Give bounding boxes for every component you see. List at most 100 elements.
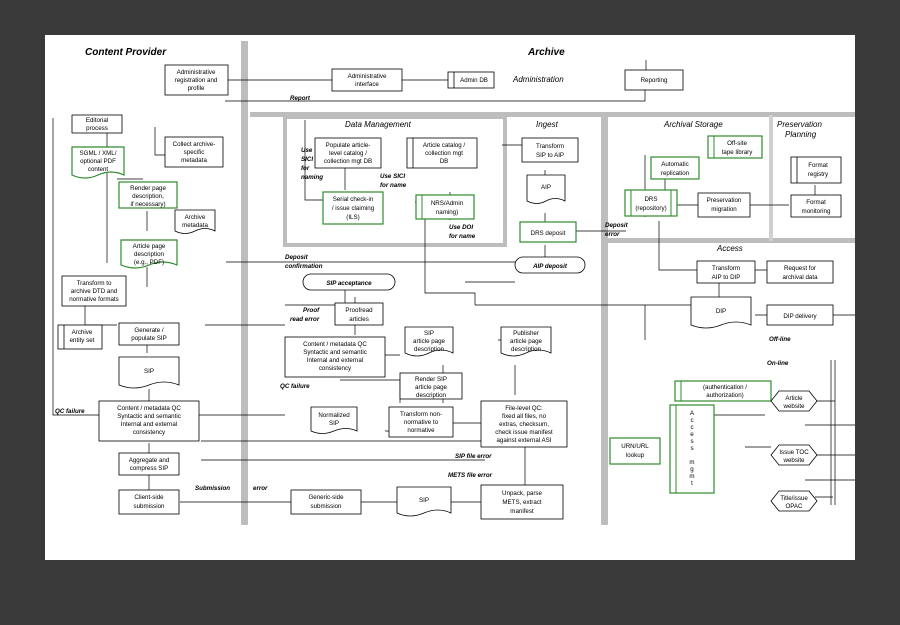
svg-text:level catalog /: level catalog / [329,150,367,157]
svg-text:Reporting: Reporting [641,77,668,84]
svg-text:Transform to: Transform to [77,280,112,287]
svg-text:(authentication /: (authentication / [703,384,747,391]
issue-toc-hex: Issue TOC website [770,444,818,466]
svg-text:Generic-side: Generic-side [308,494,344,501]
svg-text:SGML / XML/: SGML / XML/ [80,150,117,157]
svg-text:process: process [86,125,108,132]
svg-text:DIP delivery: DIP delivery [783,313,817,320]
publisher-article-page-doc: Publisher article page description [500,326,552,357]
svg-text:for name: for name [380,182,407,189]
svg-text:consistency: consistency [133,429,166,436]
svg-text:Request for: Request for [784,265,816,272]
svg-text:t: t [691,480,693,487]
svg-text:Transform non-: Transform non- [400,411,442,418]
svg-text:for name: for name [449,233,476,240]
qc-archive-box: Content / metadata QC Syntactic and sema… [284,336,386,378]
svg-text:Admin DB: Admin DB [460,77,488,84]
svg-text:for: for [301,165,310,172]
svg-text:collection mgt DB: collection mgt DB [324,158,372,165]
svg-text:content: content [88,166,109,173]
svg-text:interface: interface [355,81,379,88]
svg-text:c: c [690,417,693,424]
svg-text:s: s [690,438,693,445]
svg-text:QC failure: QC failure [280,383,310,390]
svg-text:Use DOI: Use DOI [449,224,473,231]
svg-text:e: e [690,431,694,438]
svg-text:SIP file error: SIP file error [455,453,492,460]
svg-text:Transform: Transform [536,143,564,150]
archive-metadata-doc: Archive metadata [174,209,216,234]
svg-text:SIP: SIP [424,330,434,337]
aip-ingest-doc: AIP [526,174,566,204]
svg-text:c: c [690,424,693,431]
edge-labels: Report Use SICI for naming Use SICI for … [55,95,791,492]
svg-text:Archive: Archive [185,214,206,221]
sgml-content-doc: SGML / XML/ optional PDF content [71,146,125,179]
lane-archive: Archive [527,47,565,58]
aggregate-sip-box: Aggregate and compress SIP [118,452,180,476]
svg-text:normative formats: normative formats [69,296,119,303]
svg-text:URN/URL: URN/URL [621,443,649,450]
sip-acceptance-oval: SIP acceptance [302,273,396,291]
lane-preservation-planning-1: Preservation [777,120,822,129]
article-page-desc-doc: Article page description (e.g., PDF) [120,239,178,269]
auto-replication-box: Automatic replication [650,156,700,180]
svg-text:against external ASI: against external ASI [496,437,551,444]
svg-text:Title/issue: Title/issue [780,495,808,502]
diagram-svg: Content Provider Archive Administration … [52,41,855,525]
article-website-hex: Article website [770,390,818,412]
svg-text:consistency: consistency [319,365,352,372]
svg-text:QC failure: QC failure [55,408,85,415]
svg-text:collection mgt: collection mgt [425,150,463,157]
svg-text:Aggregate and: Aggregate and [129,457,170,464]
article-catalog-db: Article catalog / collection mgt DB [406,137,478,169]
svg-text:/ issue claiming: / issue claiming [332,205,375,212]
svg-text:SIP: SIP [419,497,429,504]
format-registry-box: Format registry [790,156,842,184]
svg-text:confirmation: confirmation [285,263,323,270]
svg-text:Deposit: Deposit [285,254,309,261]
svg-text:AIP to DIP: AIP to DIP [712,274,741,281]
svg-text:metadata: metadata [182,222,208,229]
render-sip-box: Render SIP article page description [399,372,463,400]
svg-text:(repository): (repository) [635,205,666,212]
svg-text:Format: Format [806,199,826,206]
svg-text:profile: profile [188,85,205,92]
svg-text:(e.g., PDF): (e.g., PDF) [134,259,164,266]
authentication-box: (authentication / authorization) [674,380,772,402]
svg-text:Format: Format [808,162,828,169]
svg-text:Syntactic and semantic: Syntactic and semantic [303,349,367,356]
lane-preservation-planning-2: Planning [785,130,817,139]
nrs-naming-box: NRS/Admin naming) [415,194,475,220]
lane-archival-storage: Archival Storage [663,120,723,129]
admin-registration-box: Administrative registration and profile [164,64,229,96]
svg-text:Use: Use [301,147,313,154]
editorial-process-box: Editorial process [71,114,123,134]
svg-text:Serial check-in: Serial check-in [333,196,374,203]
svg-text:lookup: lookup [626,452,645,459]
workflow-diagram: Content Provider Archive Administration … [45,35,855,560]
reporting-box: Reporting [624,69,684,91]
preservation-migration-box: Preservation migration [697,192,751,218]
svg-text:description: description [416,392,446,399]
svg-text:DRS: DRS [644,196,657,203]
svg-text:check issue manifest: check issue manifest [495,429,553,436]
lane-administration: Administration [512,75,564,84]
swimlane-bars [241,41,855,525]
collect-archive-box: Collect archive- specific metadata [164,136,224,168]
populate-catalog-box: Populate article- level catalog / collec… [314,137,382,169]
svg-text:On-line: On-line [767,360,789,367]
svg-text:read error: read error [290,316,320,323]
svg-text:Unpack, parse: Unpack, parse [502,490,542,497]
svg-text:Content / metadata QC: Content / metadata QC [303,341,367,348]
svg-text:naming: naming [301,174,323,181]
svg-text:Transform: Transform [712,265,740,272]
svg-text:archive DTD and: archive DTD and [71,288,118,295]
svg-text:SIP to AIP: SIP to AIP [536,152,564,159]
svg-text:website: website [783,457,806,464]
dip-delivery-box: DIP delivery [766,304,834,326]
svg-text:DIP: DIP [716,308,726,315]
svg-text:submission: submission [311,503,343,510]
svg-text:Issue TOC: Issue TOC [779,449,809,456]
svg-text:m: m [689,459,694,466]
